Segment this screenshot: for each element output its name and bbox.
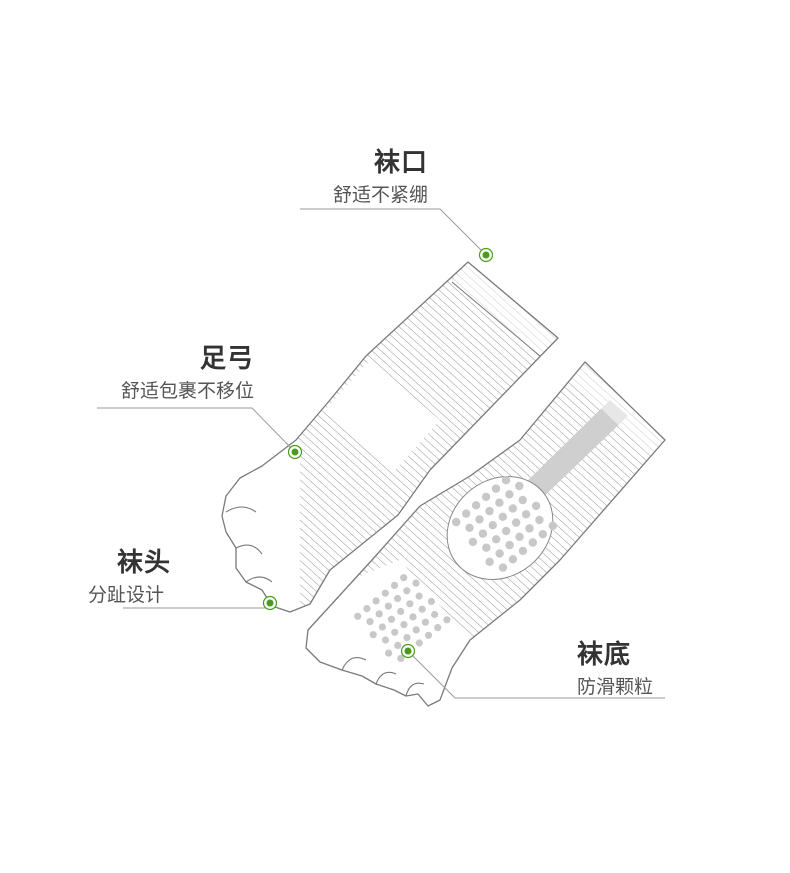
sole-marker (402, 645, 415, 658)
toe-marker (264, 597, 277, 610)
arch-marker (289, 446, 302, 459)
cuff-title: 袜口 (374, 142, 428, 179)
cuff-marker (480, 249, 493, 262)
toe-desc: 分趾设计 (88, 580, 164, 607)
arch-desc: 舒适包裹不移位 (121, 376, 254, 403)
arch-title: 足弓 (200, 338, 254, 375)
toe-title: 袜头 (117, 542, 171, 579)
sole-desc: 防滑颗粒 (577, 672, 653, 699)
cuff-desc: 舒适不紧绷 (333, 180, 428, 207)
sole-title: 袜底 (577, 634, 631, 671)
